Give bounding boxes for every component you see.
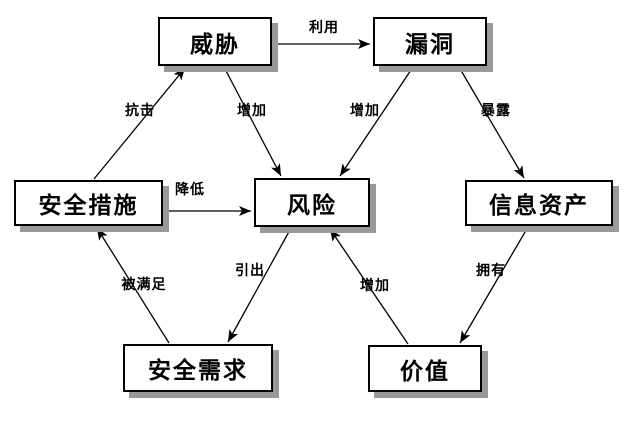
node-security-requirements: 安全需求 [123, 344, 273, 392]
node-risk: 风险 [254, 178, 370, 227]
node-information-assets: 信息资产 [465, 180, 613, 226]
edge-label-resist: 抗击 [125, 103, 155, 119]
edge-label-reduce: 降低 [175, 182, 205, 198]
edge-expose-arrow [458, 66, 525, 179]
edge-label-increase-1: 增加 [237, 103, 267, 119]
edge-satisfied-arrow [96, 227, 170, 344]
node-value: 价值 [368, 345, 482, 392]
edge-increase-2-arrow [339, 66, 414, 177]
edge-own-arrow [459, 226, 529, 344]
edge-resist-arrow [93, 67, 186, 180]
edge-increase-1-arrow [223, 66, 282, 177]
edge-derive-arrow [227, 227, 292, 343]
node-security-measures: 安全措施 [14, 180, 163, 226]
edge-label-derive: 引出 [235, 263, 265, 279]
node-threat: 威胁 [158, 17, 272, 66]
node-vulnerability: 漏洞 [373, 17, 487, 66]
edge-label-increase-2: 增加 [350, 103, 380, 119]
edge-label-exploit: 利用 [309, 20, 339, 36]
edge-label-increase-3: 增加 [360, 278, 390, 294]
edge-label-satisfied: 被满足 [121, 277, 167, 293]
edge-increase-3-arrow [329, 228, 409, 345]
edge-label-own: 拥有 [476, 263, 506, 279]
edge-label-expose: 暴露 [481, 103, 511, 119]
